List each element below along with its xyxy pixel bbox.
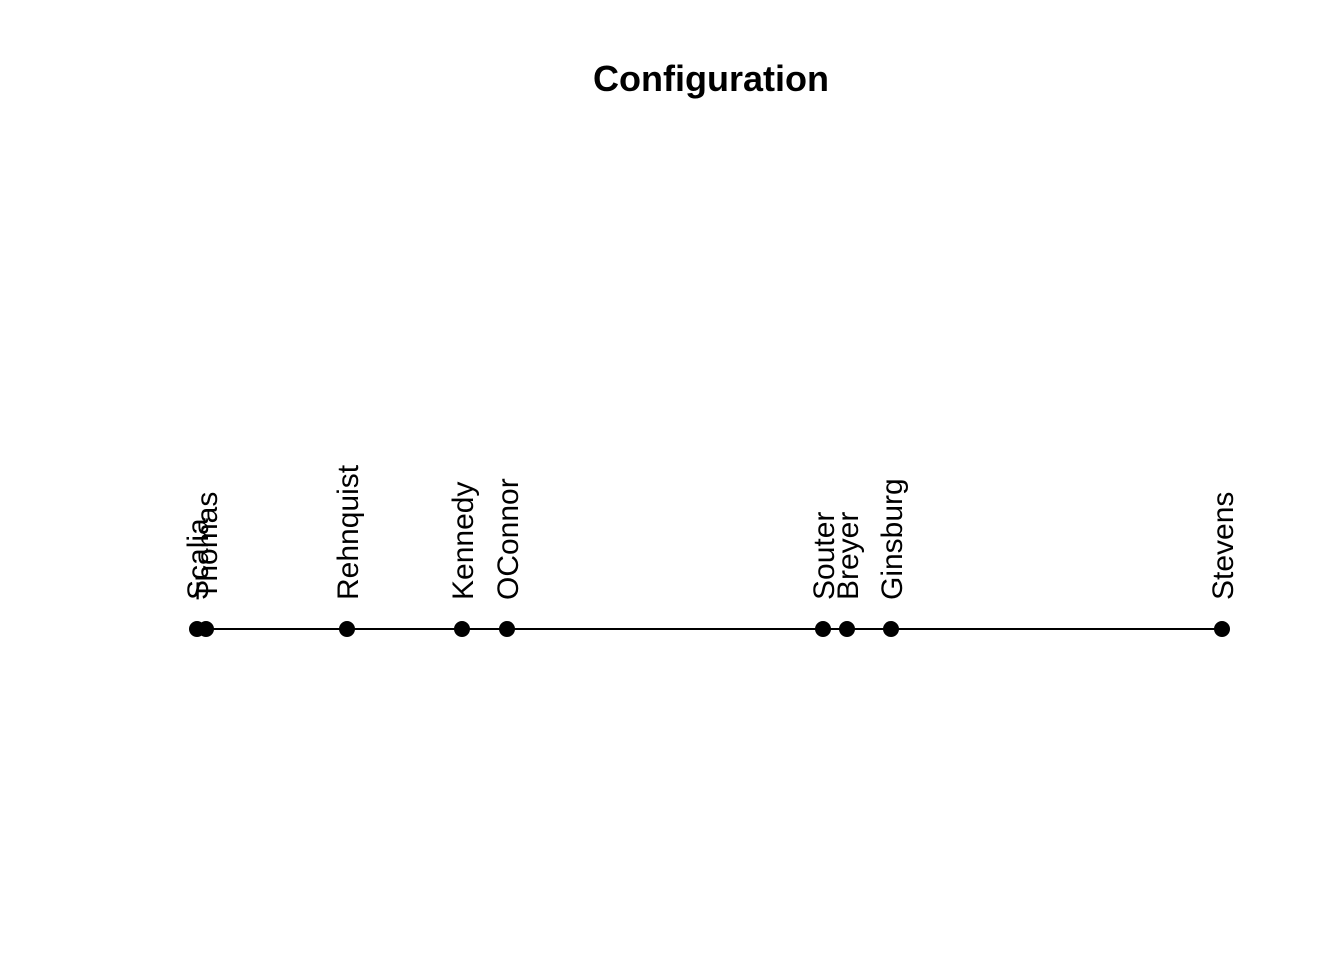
point-label-stevens: Stevens (1207, 491, 1240, 600)
data-point-oconnor (498, 621, 515, 637)
point-label-kennedy: Kennedy (447, 481, 481, 600)
data-point-ginsburg (882, 621, 899, 637)
data-point-souter (815, 621, 832, 637)
data-point-thomas (198, 621, 215, 637)
point-label-breyer: Breyer (831, 511, 865, 600)
point-label-oconnor: OConnor (491, 478, 525, 600)
data-point-breyer (838, 621, 855, 637)
chart-title: Configuration (593, 58, 829, 99)
data-point-kennedy (454, 621, 471, 637)
dimension-axis-line (197, 628, 1222, 630)
data-point-rehnquist (338, 621, 355, 637)
point-label-thomas: Thomas (191, 491, 225, 600)
point-label-ginsburg: Ginsburg (875, 478, 909, 600)
data-point-stevens (1214, 621, 1230, 637)
point-label-rehnquist: Rehnquist (331, 464, 365, 600)
